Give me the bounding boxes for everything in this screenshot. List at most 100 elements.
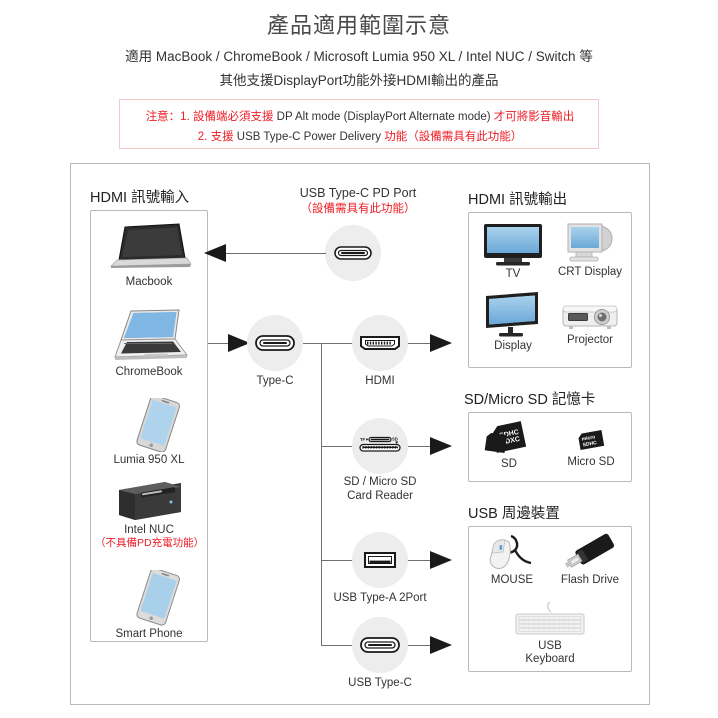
input-device-lumia: Lumia 950 XL [95,398,203,467]
input-device-macbook: Macbook [95,222,203,289]
port-node-label: HDMI [365,375,395,387]
hdmi-out-arrow [430,334,452,352]
port-node-label: Type-C [256,375,294,387]
port-node-label-line-2: Card Reader [347,489,413,502]
usb-device-label-line-2: Keyboard [525,653,575,666]
chromebook-icon [114,309,188,360]
input-device-label: Macbook [125,276,173,288]
hdmi-output-group-label: HDMI 訊號輸出 [468,192,568,208]
vertical-trunk-line [321,343,322,646]
input-device-label: ChromeBook [115,366,183,378]
notice-line-2: 2. 支援 USB Type-C Power Delivery 功能（設備需具有… [120,128,600,144]
intel-nuc-icon [119,482,181,520]
notice-line-2-part-a: 2. 支援 [197,131,234,143]
lcd-monitor-icon [486,292,538,337]
usb-periph-group-label: USB 周邊裝置 [468,506,560,522]
usb-type-c-icon [360,637,400,653]
input-device-label: Lumia 950 XL [113,454,185,466]
port-node-hdmi[interactable]: HDMI [352,315,408,387]
sd-card-icon: SDHC SDXC [484,421,527,454]
memory-card-label: SD [501,458,517,470]
hdmi-out-line [408,343,432,344]
output-display-tv: TV [478,222,548,280]
subtitle-line-2: 其他支援DisplayPort功能外接HDMI輸出的產品 [219,73,499,88]
svg-text:TF: TF [360,437,366,442]
pd-port-title: USB Type-C PD Port （設備需具有此功能） [288,186,428,216]
mouse-icon [489,534,532,569]
svg-text:SDHC: SDHC [582,440,597,448]
port-node-usb-type-c[interactable]: USB Type-C [348,617,412,689]
memory-card-label: Micro SD [567,456,615,468]
port-node-usb-type-a[interactable]: USB Type-A 2Port [333,532,427,604]
usb-device-label: MOUSE [490,574,534,586]
notice-line-2-part-b: USB Type-C Power Delivery [233,131,385,143]
output-display-projector: Projector [552,300,628,346]
sd-out-line [408,446,432,447]
usb-device-mouse: MOUSE [476,532,548,586]
usb-device-label-line-1: USB [538,640,562,652]
pd-port-title-text: USB Type-C PD Port [299,186,417,200]
projector-icon [562,305,618,329]
notice-line-1-part-c: 才可將影音輸出 [493,111,575,123]
port-node-label-line-1: SD / Micro SD [343,476,417,488]
svg-text:SDXC: SDXC [500,436,520,447]
svg-text:SD: SD [392,436,398,441]
sd-card-reader-icon: TF SD [359,436,401,452]
flash-drive-icon [564,533,615,568]
trunk-entry-arrow [228,334,250,352]
notice-line-1: 注意：1. 設備端必須支援 DP Alt mode (DisplayPort A… [120,108,600,124]
usb-device-flash-drive: Flash Drive [552,532,628,586]
usb-type-a-icon [364,552,396,568]
usba-branch-line [321,560,352,561]
usba-out-line [408,560,432,561]
crt-monitor-icon [567,223,613,262]
output-display-monitor: Display [476,290,550,352]
notice-line-1-part-b: DP Alt mode (DisplayPort Alternate mode) [273,111,494,123]
svg-text:SDHC: SDHC [499,429,520,440]
sd-branch-line [321,446,352,447]
trunk-entry-line [208,343,230,344]
pd-connector-line [226,253,326,254]
usbc-branch-line [321,645,352,646]
output-display-label: CRT Display [557,266,623,278]
notice-box: 注意：1. 設備端必須支援 DP Alt mode (DisplayPort A… [119,99,599,149]
usbc-out-arrow [430,636,452,654]
input-device-note: （不具備PD充電功能） [95,537,205,550]
page-title: 產品適用範圍示意 [266,13,451,38]
pd-port-node[interactable] [325,225,381,281]
port-node-label: USB Type-C [348,677,412,689]
sd-out-arrow [430,437,452,455]
lumia-phone-icon [136,398,180,452]
output-display-label: TV [505,268,521,280]
port-node-label: USB Type-A 2Port [333,592,427,604]
usb-type-c-icon [255,335,295,351]
memory-card-sd: SDHC SDXC SD [474,418,544,470]
keyboard-icon [515,601,585,635]
notice-line-1-part-a: 注意：1. 設備端必須支援 [145,111,274,123]
hdmi-input-group-label: HDMI 訊號輸入 [90,190,190,206]
input-device-label: Smart Phone [115,628,183,640]
smartphone-icon [136,570,180,626]
tv-icon [484,224,542,266]
port-node-sd-reader[interactable]: TF SD SD / Micro SD Card Reader [344,418,416,502]
sd-cards-group-label: SD/Micro SD 記憶卡 [464,392,596,408]
input-device-chromebook: ChromeBook [95,308,203,379]
output-display-label: Projector [566,334,614,346]
hdmi-port-icon [360,336,400,350]
memory-card-micro-sd: micro SDHC Micro SD [556,424,626,468]
notice-line-2-part-c: 功能（設備需具有此功能） [384,131,523,143]
svg-text:micro: micro [581,434,595,442]
usbc-out-line [408,645,432,646]
usb-type-c-icon [334,246,372,260]
spine-typec-to-hdmi [303,343,355,344]
pd-arrow-left [204,244,226,262]
output-display-crt: CRT Display [552,218,628,278]
pd-port-note: （設備需具有此功能） [300,203,416,215]
port-node-type-c[interactable]: Type-C [247,315,303,387]
usb-device-label: Flash Drive [560,574,620,586]
input-device-intel-nuc: Intel NUC （不具備PD充電功能） [95,478,205,550]
input-device-smart-phone: Smart Phone [95,570,203,641]
output-display-label: Display [494,340,532,352]
usb-device-label: USB Keyboard [504,640,596,666]
